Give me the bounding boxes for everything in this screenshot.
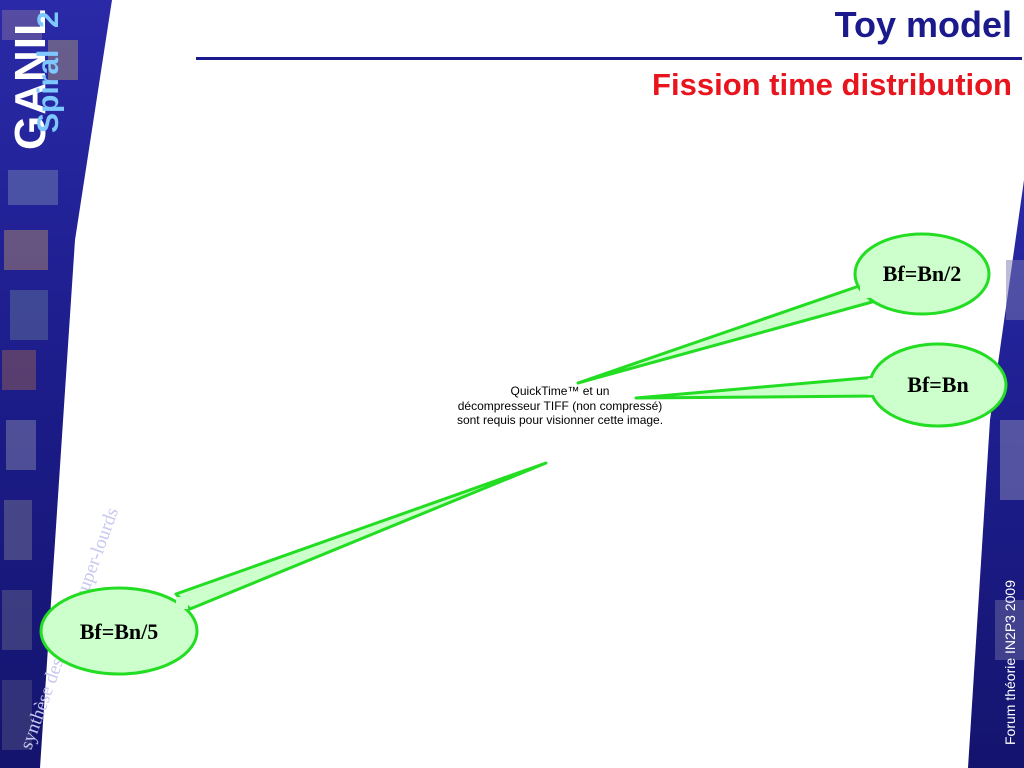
slide-subtitle: Fission time distribution <box>652 67 1012 102</box>
callout-label: Bf=Bn/5 <box>79 619 159 644</box>
placeholder-line: sont requis pour visionner cette image. <box>456 413 664 427</box>
callout-bf-bn-2 <box>576 232 991 385</box>
title-divider <box>196 57 1022 60</box>
missing-image-placeholder: QuickTime™ et un décompresseur TIFF (non… <box>420 384 700 428</box>
callout-bf-bn-5 <box>39 461 548 676</box>
callout-bf-bn <box>634 342 1008 428</box>
callout-label: Bf=Bn/2 <box>882 261 962 286</box>
placeholder-line: QuickTime™ et un <box>510 384 610 398</box>
placeholder-line: décompresseur TIFF (non compressé) <box>457 398 663 413</box>
slide-title: Toy model <box>834 4 1012 45</box>
callout-label: Bf=Bn <box>907 372 969 397</box>
